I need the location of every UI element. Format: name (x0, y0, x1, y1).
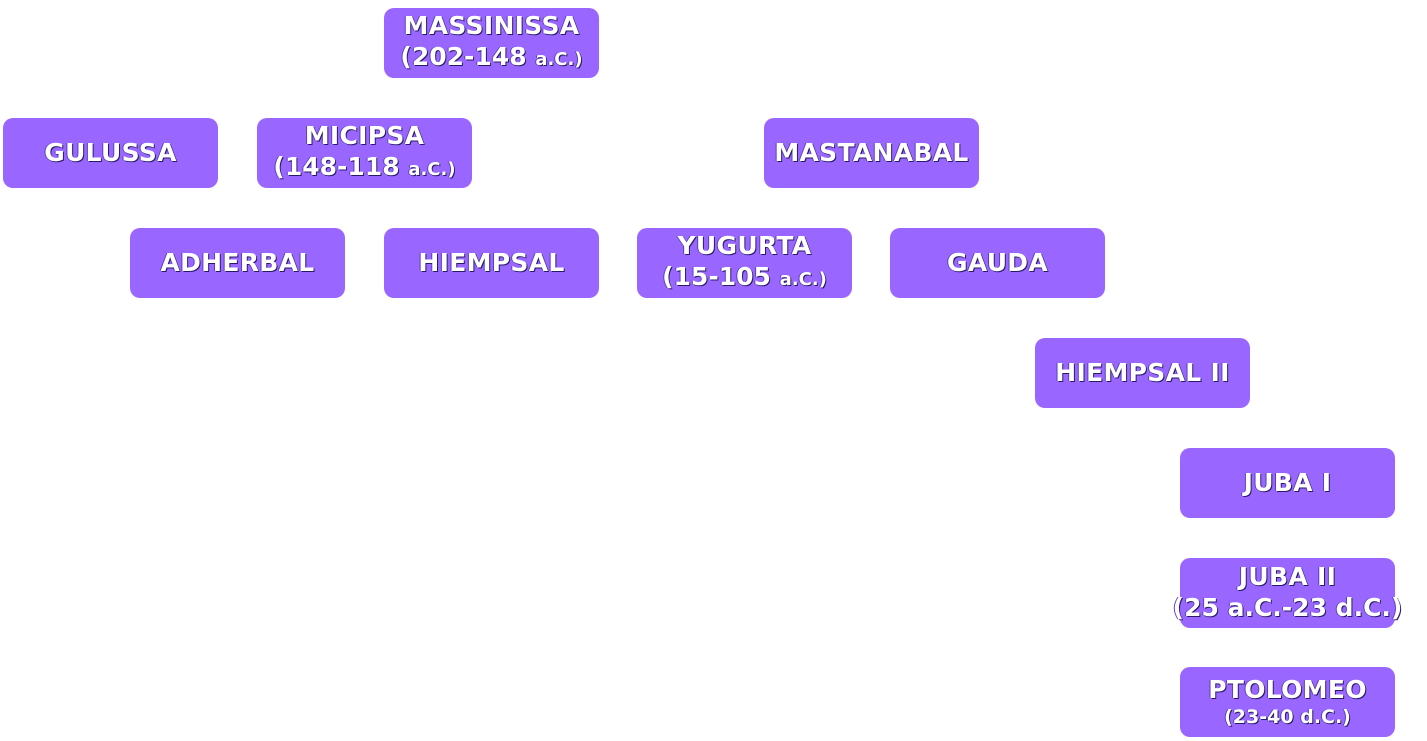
node-era: a.C.) (535, 48, 583, 70)
node-hiempsal-ii: HIEMPSAL II (1035, 338, 1250, 408)
node-name: ADHERBAL (160, 248, 315, 277)
node-mastanabal: MASTANABAL (764, 118, 979, 188)
node-adherbal: ADHERBAL (130, 228, 345, 298)
node-micipsa: MICIPSA (148-118 a.C.) (257, 118, 472, 188)
node-years: (202-148 (400, 41, 527, 71)
node-gulussa: GULUSSA (3, 118, 218, 188)
node-era: a.C.) (408, 158, 456, 180)
node-name: MASTANABAL (774, 138, 969, 167)
node-name: GULUSSA (44, 138, 177, 167)
node-era: a.C.) (779, 268, 827, 290)
node-name: MICIPSA (304, 120, 425, 150)
node-dates: (148-118 a.C.) (273, 150, 455, 187)
node-yugurta: YUGURTA (15-105 a.C.) (637, 228, 852, 298)
node-dates: (23-40 d.C.) (1224, 706, 1351, 728)
node-ptolomeo: PTOLOMEO (23-40 d.C.) (1180, 667, 1395, 737)
node-name: MASSINISSA (403, 10, 580, 40)
node-years: (15-105 (662, 261, 771, 291)
node-dates: (25 a.C.-23 d.C.) (1172, 593, 1403, 622)
node-name: JUBA II (1238, 562, 1337, 591)
node-juba-i: JUBA I (1180, 448, 1395, 518)
node-name: PTOLOMEO (1208, 675, 1367, 704)
node-dates: (202-148 a.C.) (400, 40, 582, 77)
node-name: YUGURTA (677, 230, 812, 260)
node-dates: (15-105 a.C.) (662, 260, 827, 297)
node-name: GAUDA (947, 248, 1048, 277)
node-gauda: GAUDA (890, 228, 1105, 298)
node-hiempsal: HIEMPSAL (384, 228, 599, 298)
node-name: JUBA I (1243, 468, 1332, 497)
node-name: HIEMPSAL II (1055, 358, 1230, 387)
node-massinissa: MASSINISSA (202-148 a.C.) (384, 8, 599, 78)
node-name: HIEMPSAL (418, 248, 565, 277)
node-juba-ii: JUBA II (25 a.C.-23 d.C.) (1173, 558, 1402, 628)
node-years: (148-118 (273, 151, 400, 181)
